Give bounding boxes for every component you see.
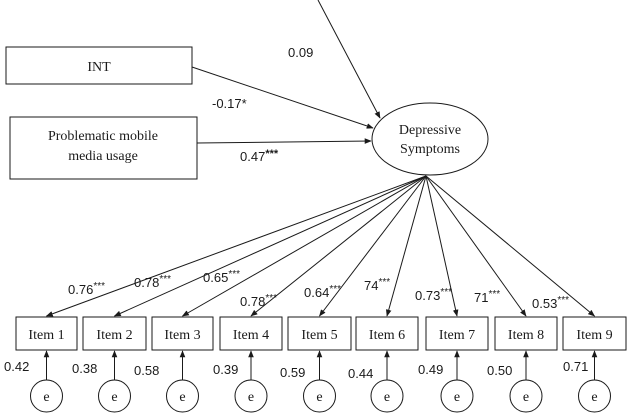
item-5-label: Item 5 — [301, 328, 337, 343]
outcome-label-line1: Depressive — [399, 123, 461, 138]
pmu-path-coef: 0.47*** — [240, 148, 279, 164]
item-8-error-label: e — [523, 390, 529, 405]
item-6-error-label: e — [384, 390, 390, 405]
item-3-loading: 0.65*** — [203, 269, 240, 285]
item-6-box — [355, 316, 419, 351]
item-9-error-variance: 0.71 — [563, 359, 588, 374]
int-label: INT — [87, 60, 111, 75]
item-1-error-variance: 0.42 — [4, 359, 29, 374]
item-5-error-variance: 0.59 — [280, 365, 305, 380]
item-1-error-label: e — [43, 390, 49, 405]
item-5-error-label: e — [316, 390, 322, 405]
item-4-label: Item 4 — [233, 328, 269, 343]
item-1-box — [15, 316, 78, 351]
item-3-label: Item 3 — [164, 328, 200, 343]
item-5-loading: 0.64*** — [304, 284, 341, 300]
item-8-label: Item 8 — [508, 328, 544, 343]
item-2-label: Item 2 — [96, 328, 132, 343]
item-9-error-label: e — [591, 390, 597, 405]
outcome-label-line2: Symptoms — [400, 142, 460, 157]
depressive-symptoms-ellipse — [371, 102, 489, 176]
loading-arrow-item-2 — [113, 175, 427, 317]
item-2-error-label: e — [111, 390, 117, 405]
item-7-error-label: e — [454, 390, 460, 405]
item-3-error-label: e — [179, 390, 185, 405]
residual-path-arrow — [317, 0, 381, 119]
item-9-label: Item 9 — [576, 328, 612, 343]
pmu-label-line2: media usage — [68, 149, 138, 164]
item-3-error-variance: 0.58 — [134, 363, 159, 378]
item-7-label: Item 7 — [439, 328, 475, 343]
item-7-loading: 0.73*** — [415, 287, 452, 303]
loading-arrow-item-7 — [425, 175, 459, 317]
item-1-label: Item 1 — [28, 328, 64, 343]
loading-arrow-item-1 — [45, 175, 427, 317]
items-group: Item 1 0.76*** e 0.42 Item 2 0.78*** e 0.38 Item… — [4, 269, 627, 413]
item-7-box — [425, 316, 489, 351]
int-path-coef: -0.17* — [212, 96, 247, 111]
item-5-box — [287, 316, 352, 351]
item-7-error-variance: 0.49 — [418, 362, 443, 377]
item-4-box — [219, 316, 283, 351]
item-8-error-variance: 0.50 — [487, 363, 512, 378]
item-8-box — [494, 316, 558, 351]
pmu-box — [9, 116, 198, 180]
item-4-error-variance: 0.39 — [213, 362, 238, 377]
loading-arrow-item-3 — [181, 175, 427, 317]
item-9-loading: 0.53*** — [532, 295, 569, 311]
item-6-error-variance: 0.44 — [348, 366, 373, 381]
item-8-loading: 71*** — [474, 289, 500, 305]
pmu-label-line1: Problematic mobile — [48, 129, 158, 144]
item-1-loading: 0.76*** — [68, 281, 105, 297]
loading-lines — [45, 175, 596, 317]
item-2-loading: 0.78*** — [134, 274, 171, 290]
int-path-arrow — [191, 66, 374, 129]
loading-arrow-item-6 — [385, 175, 427, 317]
item-2-error-variance: 0.38 — [72, 361, 97, 376]
item-3-box — [151, 316, 214, 351]
int-box — [5, 46, 193, 85]
pmu-path-arrow — [196, 138, 372, 144]
item-2-box — [82, 316, 147, 351]
loading-arrow-item-4 — [250, 175, 427, 317]
loading-arrow-item-8 — [425, 175, 527, 317]
item-4-error-label: e — [248, 390, 254, 405]
item-9-box — [562, 316, 627, 351]
item-6-label: Item 6 — [369, 328, 405, 343]
item-6-loading: 74*** — [364, 277, 390, 293]
residual-path-coef: 0.09 — [288, 45, 313, 60]
loading-arrow-item-9 — [425, 175, 596, 317]
item-4-loading: 0.78*** — [240, 293, 277, 309]
loading-arrow-item-5 — [319, 175, 427, 317]
